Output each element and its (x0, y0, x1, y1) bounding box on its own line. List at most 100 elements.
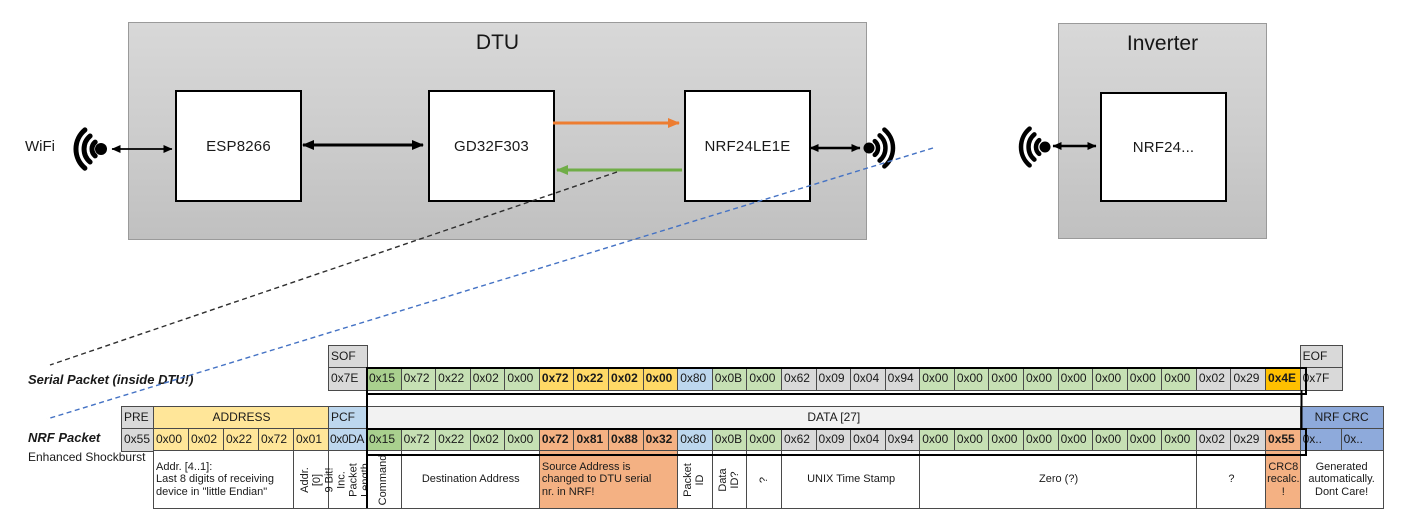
rf-icon-dtu (863, 127, 896, 169)
byte-cell: 0x04 (850, 367, 887, 391)
byte-cell: 0x62 (780, 367, 818, 391)
byte-cell: 0x88 (608, 428, 645, 452)
note-command: Command (366, 450, 403, 509)
note-unix: UNIX Time Stamp (780, 450, 922, 509)
byte-cell: 0x0B (711, 428, 749, 452)
byte-cell: 0x00 (1057, 428, 1095, 452)
byte-cell: 0x62 (780, 428, 818, 452)
byte-cell: 0x72 (538, 367, 576, 391)
byte-cell: 0x72 (400, 428, 438, 452)
gd32f303-label: GD32F303 (454, 137, 529, 155)
byte-cell: 0x00 (1126, 428, 1164, 452)
note-address: Addr. [4..1]: Last 8 digits of receiving… (153, 450, 295, 509)
nrf24le1e-box: NRF24LE1E (684, 90, 811, 202)
byte-cell: 0x02 (1195, 428, 1233, 452)
nrf24le1e-label: NRF24LE1E (704, 137, 791, 155)
byte-cell: 0x00 (642, 367, 680, 391)
pcf-header: PCF (328, 406, 368, 430)
nrf-crc-byte: 0x.. (1299, 428, 1343, 452)
wifi-label: WiFi (25, 138, 55, 155)
note-crc8: CRC8 recalc. ! (1265, 450, 1302, 509)
note-unknown1: ? (746, 450, 783, 509)
nrf-crc-header: NRF CRC (1299, 406, 1384, 430)
byte-cell: 0x22 (435, 428, 472, 452)
nrf-packet-label: NRF Packet (28, 430, 101, 445)
note-data-id: Data ID? (711, 450, 749, 509)
byte-cell: 0x80 (677, 367, 714, 391)
byte-cell: 0x00 (1057, 367, 1095, 391)
note-zero: Zero (?) (919, 450, 1198, 509)
byte-cell: 0x00 (153, 428, 190, 452)
byte-cell: 0x00 (1126, 367, 1164, 391)
nrf-crc-byte: 0x.. (1340, 428, 1384, 452)
byte-cell: 0x94 (884, 367, 922, 391)
esp8266-label: ESP8266 (206, 137, 271, 155)
byte-cell: 0x72 (258, 428, 295, 452)
byte-cell: 0x29 (1230, 367, 1268, 391)
gd32f303-box: GD32F303 (428, 90, 555, 202)
byte-cell: 0x00 (1161, 428, 1198, 452)
byte-cell: 0x00 (919, 367, 956, 391)
byte-cell: 0x72 (538, 428, 576, 452)
note-source: Source Address is changed to DTU serial … (538, 450, 680, 509)
byte-cell: 0x00 (988, 367, 1025, 391)
note-packet-id: Packet ID (677, 450, 714, 509)
byte-cell: 0x00 (953, 428, 991, 452)
note-nrf-crc: Generated automatically. Dont Care! (1299, 450, 1384, 509)
byte-cell: 0x02 (188, 428, 225, 452)
byte-cell: 0x00 (1022, 367, 1060, 391)
byte-cell: 0x0B (711, 367, 749, 391)
byte-command: 0x15 (366, 428, 403, 452)
byte-cell: 0x09 (815, 367, 853, 391)
byte-cell: 0x22 (573, 367, 611, 391)
inverter-panel: Inverter (1058, 23, 1267, 239)
crc8-byte: 0x55 (1265, 428, 1302, 452)
esp8266-box: ESP8266 (175, 90, 302, 202)
pcf-byte: 0x0DA (328, 428, 368, 452)
byte-cell: 0x22 (223, 428, 260, 452)
byte-cell: 0x32 (642, 428, 680, 452)
byte-cell: 0x02 (608, 367, 645, 391)
byte-cell: 0x00 (953, 367, 991, 391)
byte-cell: 0x72 (400, 367, 438, 391)
byte-cell: 0x00 (746, 428, 783, 452)
byte-cell: 0x29 (1230, 428, 1268, 452)
byte-cell: 0x00 (1022, 428, 1060, 452)
byte-cell: 0x00 (504, 428, 541, 452)
byte-cell: 0x04 (850, 428, 887, 452)
byte-cell: 0x00 (746, 367, 783, 391)
note-unknown2: ? (1195, 450, 1268, 509)
byte-cell: 0x00 (1092, 428, 1129, 452)
byte-cell: 0x00 (1161, 367, 1198, 391)
crc8-byte: 0x4E (1265, 367, 1302, 391)
wifi-icon (73, 127, 107, 171)
eof-byte: 0x7F (1299, 367, 1343, 391)
pre-byte: 0x55 (121, 428, 155, 452)
annotation-row: Addr. [4..1]: Last 8 digits of receiving… (122, 450, 1384, 509)
pre-header: PRE (121, 406, 155, 430)
byte-cell: 0x09 (815, 428, 853, 452)
note-pcf: 9 Bit! Inc. Packet Length (323, 450, 371, 509)
eof-header: EOF (1299, 345, 1343, 369)
byte-cell: 0x02 (469, 428, 507, 452)
sof-header: SOF (328, 345, 368, 369)
shockburst-label: Enhanced Shockburst (28, 450, 146, 464)
byte-cell: 0x94 (884, 428, 922, 452)
byte-cell: 0x02 (1195, 367, 1233, 391)
dtu-title: DTU (475, 31, 520, 54)
byte-cell: 0x02 (469, 367, 507, 391)
nrf24-label: NRF24... (1132, 138, 1195, 156)
serial-header-row: SOF EOF (122, 345, 1383, 369)
byte-cell: 0x81 (573, 428, 611, 452)
sof-byte: 0x7E (328, 367, 368, 391)
address-header: ADDRESS (153, 406, 330, 430)
byte-cell: 0x01 (293, 428, 330, 452)
byte-cell: 0x00 (1092, 367, 1129, 391)
inverter-title: Inverter (1126, 32, 1199, 55)
byte-cell: 0x80 (677, 428, 714, 452)
rf-icon-inverter (1018, 126, 1051, 168)
